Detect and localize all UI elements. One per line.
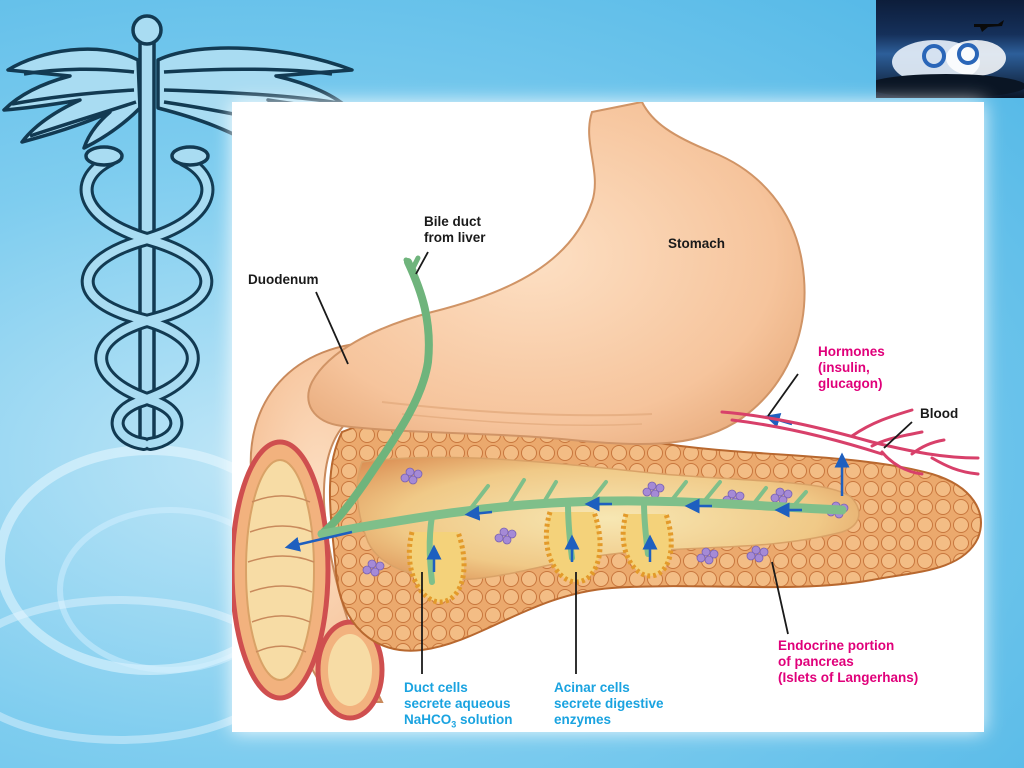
label-hormones: Hormones (insulin, glucagon) [818, 344, 885, 391]
diagram-panel: Bile duct from liver Stomach Duodenum Ho… [232, 102, 984, 732]
thumbnail-art [876, 20, 1024, 98]
label-duct-cells: Duct cells secrete aqueous NaHCO3 soluti… [404, 680, 513, 733]
bile-duct [320, 258, 433, 536]
duct-cells-line3-suffix: solution [456, 712, 513, 727]
airplane-clouds-thumbnail [876, 0, 1024, 98]
caduceus-icon [2, 14, 354, 451]
duct-cells-line3-sub: 3 [451, 719, 457, 730]
label-duodenum: Duodenum [248, 272, 319, 287]
pancreatic-duct [317, 478, 847, 585]
duct-cells-line2: secrete aqueous [404, 696, 511, 711]
blood-vessels [720, 408, 980, 476]
pancreas-anatomy-diagram [232, 102, 982, 721]
label-endocrine-portion: Endocrine portion of pancreas (Islets of… [778, 638, 919, 685]
label-blood: Blood [920, 406, 959, 421]
leader-lines [315, 251, 913, 674]
pancreas-cutaway [356, 456, 860, 581]
islet-clusters [362, 467, 849, 577]
label-bile-duct: Bile duct from liver [424, 214, 486, 245]
stomach-shape [307, 102, 806, 446]
label-stomach: Stomach [668, 236, 726, 251]
label-acinar-cells: Acinar cells secrete digestive enzymes [554, 680, 664, 727]
duct-cells-line1: Duct cells [404, 680, 468, 695]
duct-cells-line3-prefix: NaHCO [404, 712, 452, 727]
